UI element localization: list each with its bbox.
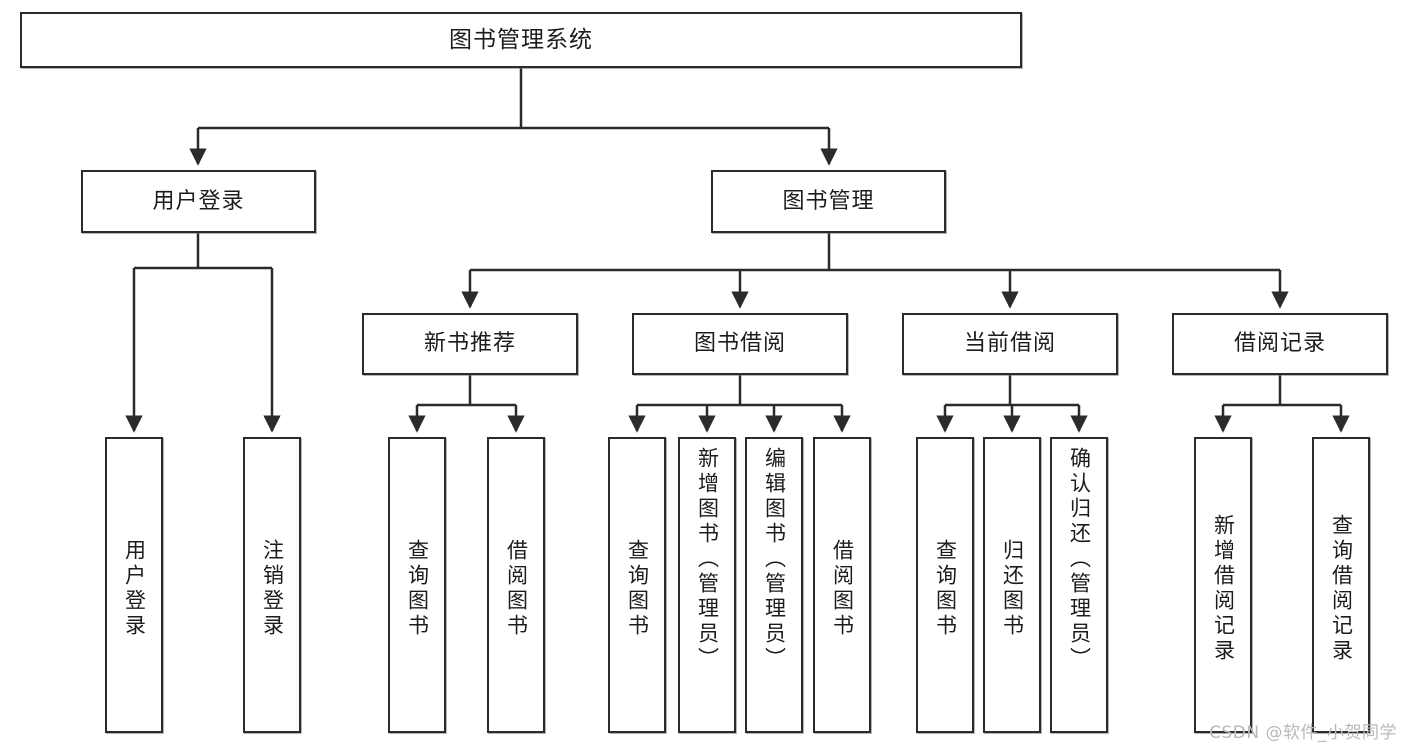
- node-leaf-add-record[interactable]: 新增借阅记录: [1194, 437, 1252, 733]
- node-label: 归还图书: [1000, 539, 1025, 639]
- node-leaf-query-book-1[interactable]: 查询图书: [388, 437, 446, 733]
- node-root-system[interactable]: 图书管理系统: [20, 12, 1022, 68]
- node-label: 查询图书: [933, 539, 958, 639]
- node-leaf-edit-book[interactable]: 编辑图书（管理员）: [745, 437, 803, 733]
- node-label: 借阅图书: [830, 539, 855, 639]
- watermark-text: CSDN @软件_小贺同学: [1209, 723, 1397, 743]
- node-label: 图书管理系统: [449, 26, 593, 53]
- node-leaf-borrow-book-2[interactable]: 借阅图书: [813, 437, 871, 733]
- node-new-book-rec[interactable]: 新书推荐: [362, 313, 578, 375]
- node-leaf-add-book[interactable]: 新增图书（管理员）: [678, 437, 736, 733]
- node-leaf-confirm-return[interactable]: 确认归还（管理员）: [1050, 437, 1108, 733]
- node-leaf-borrow-book-1[interactable]: 借阅图书: [487, 437, 545, 733]
- node-label: 借阅记录: [1233, 331, 1326, 357]
- node-borrow-record[interactable]: 借阅记录: [1172, 313, 1388, 375]
- node-label: 图书借阅: [693, 331, 786, 357]
- node-leaf-logout[interactable]: 注销登录: [243, 437, 301, 733]
- node-label: 借阅图书: [504, 539, 529, 639]
- node-label: 查询图书: [405, 539, 430, 639]
- node-label: 图书管理: [782, 188, 875, 214]
- node-label: 新增借阅记录: [1211, 514, 1236, 664]
- node-user-login[interactable]: 用户登录: [81, 170, 316, 233]
- node-label: 确认归还（管理员）: [1067, 447, 1092, 672]
- node-label: 用户登录: [152, 188, 245, 214]
- node-label: 当前借阅: [963, 331, 1056, 357]
- node-label: 新增图书（管理员）: [695, 447, 720, 672]
- node-book-manage[interactable]: 图书管理: [711, 170, 946, 233]
- node-current-borrow[interactable]: 当前借阅: [902, 313, 1118, 375]
- node-label: 用户登录: [122, 539, 147, 639]
- node-leaf-user-login[interactable]: 用户登录: [105, 437, 163, 733]
- node-label: 新书推荐: [423, 331, 516, 357]
- node-book-borrow[interactable]: 图书借阅: [632, 313, 848, 375]
- node-leaf-query-book-3[interactable]: 查询图书: [916, 437, 974, 733]
- node-leaf-query-book-2[interactable]: 查询图书: [608, 437, 666, 733]
- node-label: 查询图书: [625, 539, 650, 639]
- node-label: 注销登录: [260, 539, 285, 639]
- node-label: 编辑图书（管理员）: [762, 447, 787, 672]
- node-label: 查询借阅记录: [1329, 514, 1354, 664]
- node-leaf-query-record[interactable]: 查询借阅记录: [1312, 437, 1370, 733]
- node-leaf-return-book[interactable]: 归还图书: [983, 437, 1041, 733]
